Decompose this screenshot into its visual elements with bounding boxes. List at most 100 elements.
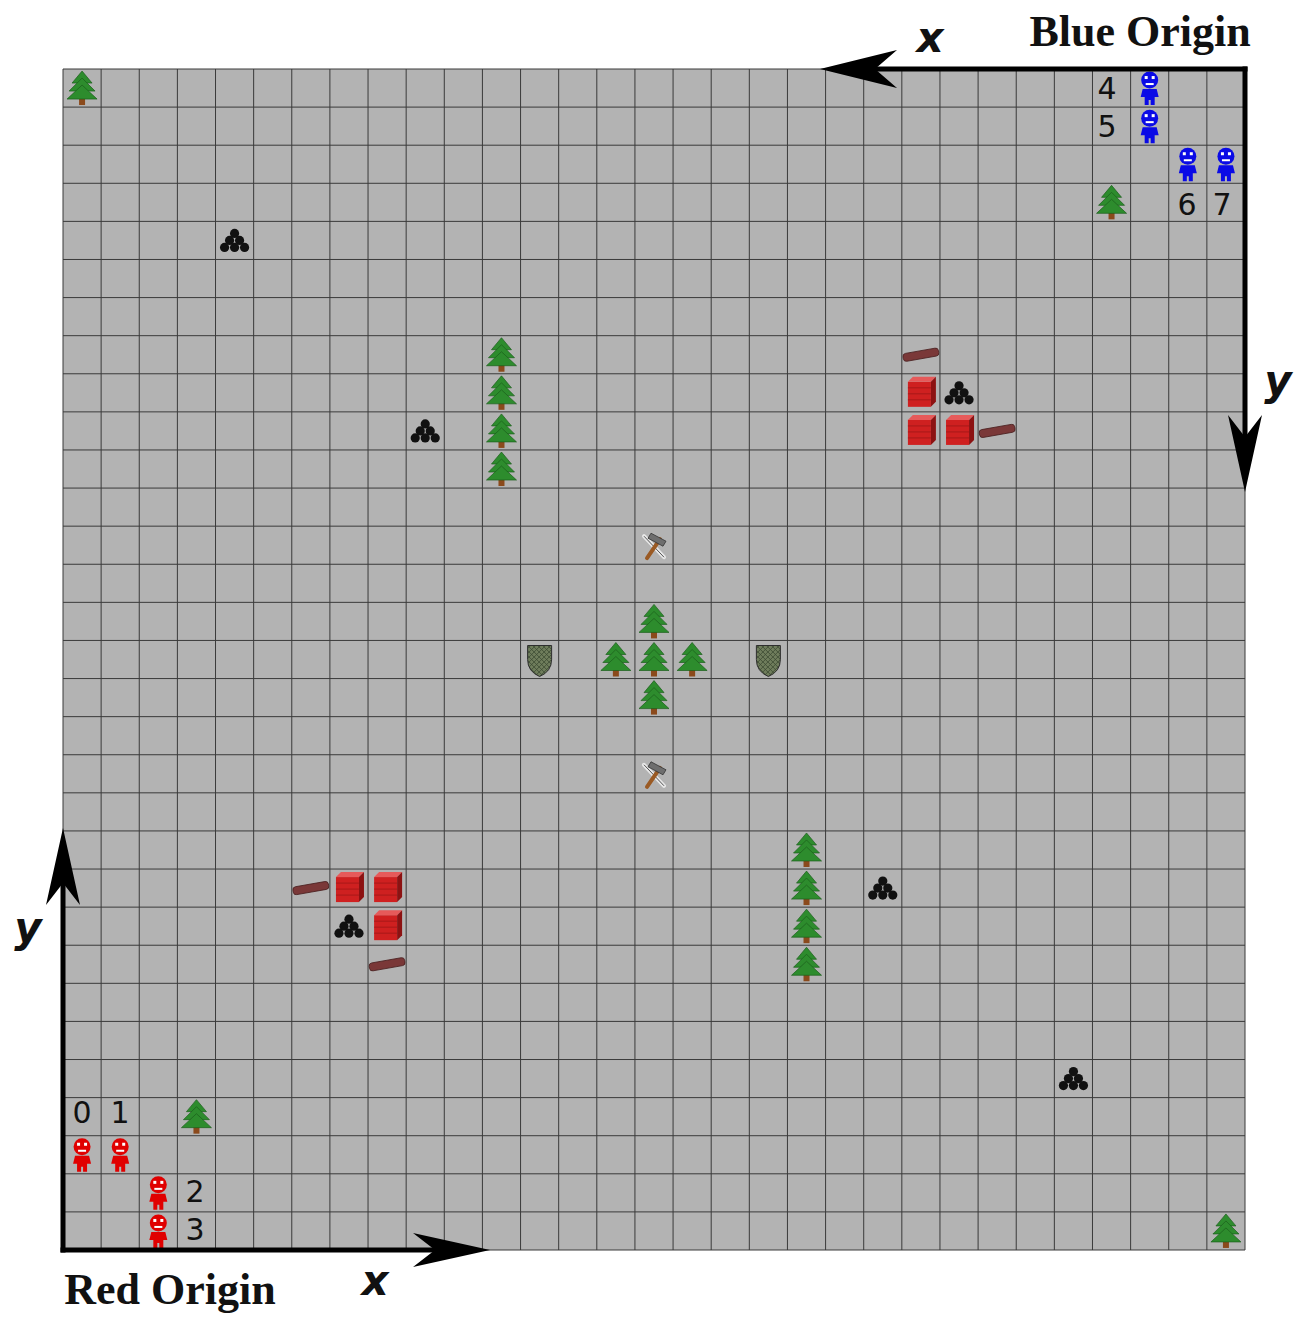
brick-line xyxy=(946,425,969,426)
grid-line xyxy=(63,449,1245,450)
brick-line xyxy=(946,437,969,438)
brick-front xyxy=(908,382,931,407)
grid-line xyxy=(787,69,788,1250)
origin-title: Blue Origin xyxy=(1029,10,1250,54)
agent-mouth xyxy=(1184,159,1192,161)
brick-line xyxy=(908,437,931,438)
agent-head xyxy=(150,1176,167,1193)
brick-line xyxy=(374,933,397,934)
grid-line xyxy=(63,1173,1245,1174)
grid-line xyxy=(406,69,407,1250)
grid-line xyxy=(63,488,1245,489)
grid-line xyxy=(63,69,1245,70)
brick-wall-icon xyxy=(336,872,364,902)
shield-outline xyxy=(756,646,780,677)
grid-line xyxy=(1168,69,1169,1250)
tree-icon xyxy=(792,909,822,943)
grid-line xyxy=(520,69,521,1250)
grid-line xyxy=(863,69,864,1250)
log xyxy=(369,957,406,971)
brick-front xyxy=(374,915,397,940)
rock xyxy=(344,929,353,938)
grid-line xyxy=(1054,69,1055,1250)
shield-icon xyxy=(492,640,587,680)
shield-hatch xyxy=(720,640,815,680)
grid-line xyxy=(63,183,1245,184)
brick-line xyxy=(374,889,397,890)
axis-arrowhead xyxy=(46,828,80,905)
tree-crown xyxy=(486,466,516,480)
tree-icon xyxy=(639,681,669,715)
agent-head xyxy=(1217,148,1234,165)
agent-eye xyxy=(84,1143,87,1146)
hatch-line xyxy=(745,640,785,680)
icons xyxy=(67,71,1241,1248)
agent-number: 5 xyxy=(1097,112,1116,142)
brick-line xyxy=(374,921,397,922)
log-icon xyxy=(292,881,329,895)
tree-icon xyxy=(1097,185,1127,219)
axis-label: y xyxy=(1264,360,1291,402)
rock xyxy=(220,243,229,252)
grid-line xyxy=(939,69,940,1250)
axis-label: y xyxy=(14,907,41,949)
red-agent xyxy=(149,1176,167,1210)
tree-crown xyxy=(792,961,822,975)
grid-line xyxy=(1206,69,1207,1250)
agent-number: 6 xyxy=(1177,190,1196,220)
rock xyxy=(240,243,249,252)
hatch-line xyxy=(512,640,552,680)
tree-icon xyxy=(1211,1214,1241,1248)
brick-line xyxy=(908,399,931,400)
tree-icon xyxy=(792,947,822,981)
grid-line xyxy=(63,259,1245,260)
agent-body xyxy=(149,1232,167,1248)
blue-agent xyxy=(1179,148,1197,182)
agent-eye xyxy=(1152,114,1155,117)
rock-pile-icon xyxy=(944,381,973,404)
agent-number: 2 xyxy=(185,1177,204,1207)
hatch-line xyxy=(527,640,567,680)
hatch-line xyxy=(522,640,562,680)
grid-line xyxy=(63,1211,1245,1212)
hatch-line xyxy=(517,640,557,680)
hatch-line xyxy=(492,640,532,680)
grid-line xyxy=(63,1059,1245,1060)
brick-line xyxy=(374,883,397,884)
grid-line xyxy=(711,69,712,1250)
grid-line xyxy=(63,335,1245,336)
grid-line xyxy=(139,69,140,1250)
tree-crown xyxy=(677,657,707,671)
tree-crown xyxy=(1211,1228,1241,1242)
agent-eye xyxy=(122,1143,125,1146)
brick-front xyxy=(336,877,359,902)
brick-line xyxy=(908,387,931,388)
brick-line xyxy=(374,895,397,896)
grid-line xyxy=(63,107,1245,108)
rock xyxy=(230,243,239,252)
axis-line xyxy=(850,67,1245,72)
grid-line xyxy=(63,297,1245,298)
rock xyxy=(354,929,363,938)
brick-line xyxy=(908,431,931,432)
grid-line xyxy=(634,69,635,1250)
grid-line xyxy=(177,69,178,1250)
brick-side xyxy=(397,872,402,902)
grid-line xyxy=(63,907,1245,908)
hatch-line xyxy=(775,640,815,680)
tree-crown xyxy=(792,885,822,899)
hatch-line xyxy=(720,640,760,680)
agent-head xyxy=(1141,110,1158,127)
grid-line xyxy=(63,1250,1245,1251)
grid-line xyxy=(63,716,1245,717)
red-agent xyxy=(73,1138,91,1172)
red-agent xyxy=(149,1214,167,1248)
hatch-line xyxy=(740,640,780,680)
rock xyxy=(888,890,897,899)
rock xyxy=(334,929,343,938)
rock-pile-icon xyxy=(334,915,363,938)
agent-eye xyxy=(160,1181,163,1184)
hammer-icon xyxy=(644,533,666,558)
agent-eye xyxy=(115,1143,118,1146)
grid-line xyxy=(596,69,597,1250)
